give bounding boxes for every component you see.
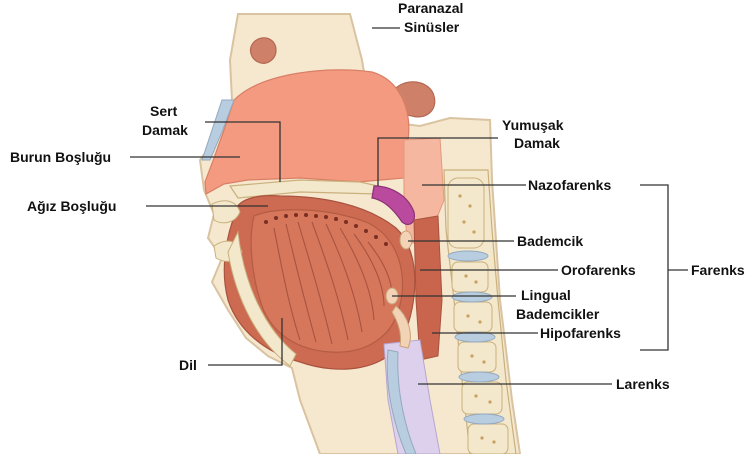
label-tongue: Dil	[179, 357, 197, 373]
label-paranasal-line2: Sinüsler	[404, 19, 460, 35]
label-hypopharynx: Hipofarenks	[540, 325, 621, 341]
pharynx-bracket	[640, 185, 668, 350]
label-lingual-line2: Bademcikler	[516, 306, 600, 322]
head-illustration	[200, 14, 520, 454]
label-oral-cavity: Ağız Boşluğu	[27, 198, 116, 214]
label-hard-palate-line1: Sert	[150, 103, 178, 119]
label-pharynx: Farenks	[691, 262, 745, 278]
label-nasopharynx: Nazofarenks	[528, 177, 611, 193]
pharynx-wall	[414, 216, 442, 360]
palatine-tonsil	[400, 231, 412, 249]
label-paranasal-line1: Paranazal	[398, 0, 463, 16]
frontal-sinus	[251, 38, 276, 63]
label-soft-palate-line1: Yumuşak	[502, 117, 564, 133]
label-soft-palate-line2: Damak	[514, 135, 560, 151]
label-oropharynx: Orofarenks	[561, 262, 636, 278]
label-nasal-cavity: Burun Boşluğu	[10, 149, 111, 165]
label-larynx: Larenks	[616, 376, 670, 392]
label-lingual-line1: Lingual	[521, 287, 571, 303]
label-tonsil: Bademcik	[517, 233, 583, 249]
label-hard-palate-line2: Damak	[142, 122, 188, 138]
